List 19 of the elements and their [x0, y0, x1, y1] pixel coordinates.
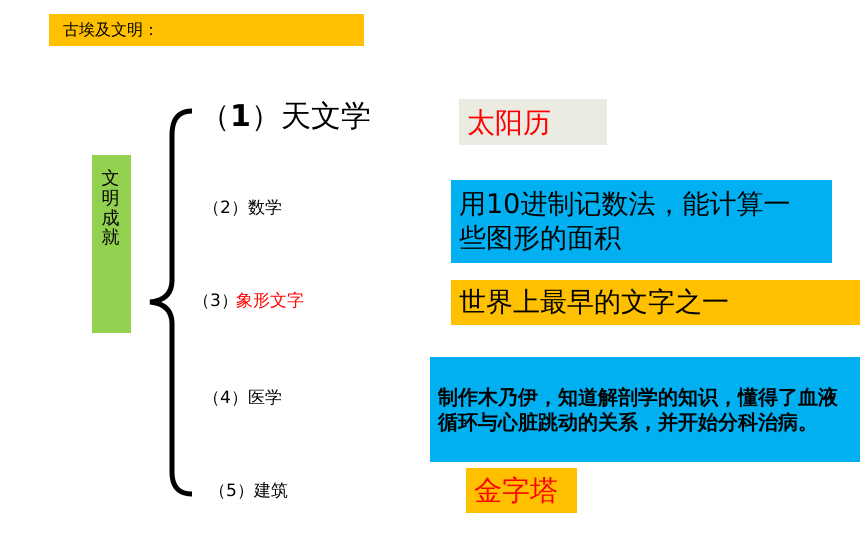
item-label: （2）数学 [203, 197, 282, 219]
box-text: 制作木乃伊，知道解剖学的知识，懂得了血液循环与心脏跳动的关系，并开始分科治病。 [438, 384, 839, 434]
text-box [459, 99, 607, 145]
box-text: 世界上最早的文字之一 [459, 286, 729, 320]
text-box [451, 280, 860, 325]
item-label: （3） [193, 290, 238, 312]
item-label: 象形文字 [236, 290, 304, 312]
item-label: （4）医学 [203, 387, 282, 409]
title: 古埃及文明： [63, 20, 159, 41]
box-text: 用10进制记数法，能计算一些图形的面积 [459, 188, 792, 256]
text-box [92, 155, 131, 333]
item-label: （5）建筑 [209, 480, 288, 502]
text-box [430, 357, 860, 462]
text-box [466, 468, 577, 513]
item-label: （1）天文学 [200, 98, 371, 136]
box-text: 金字塔 [474, 473, 558, 508]
box-text: 文明成就 [102, 169, 120, 248]
box-text: 太阳历 [467, 104, 551, 140]
text-box [451, 180, 832, 263]
